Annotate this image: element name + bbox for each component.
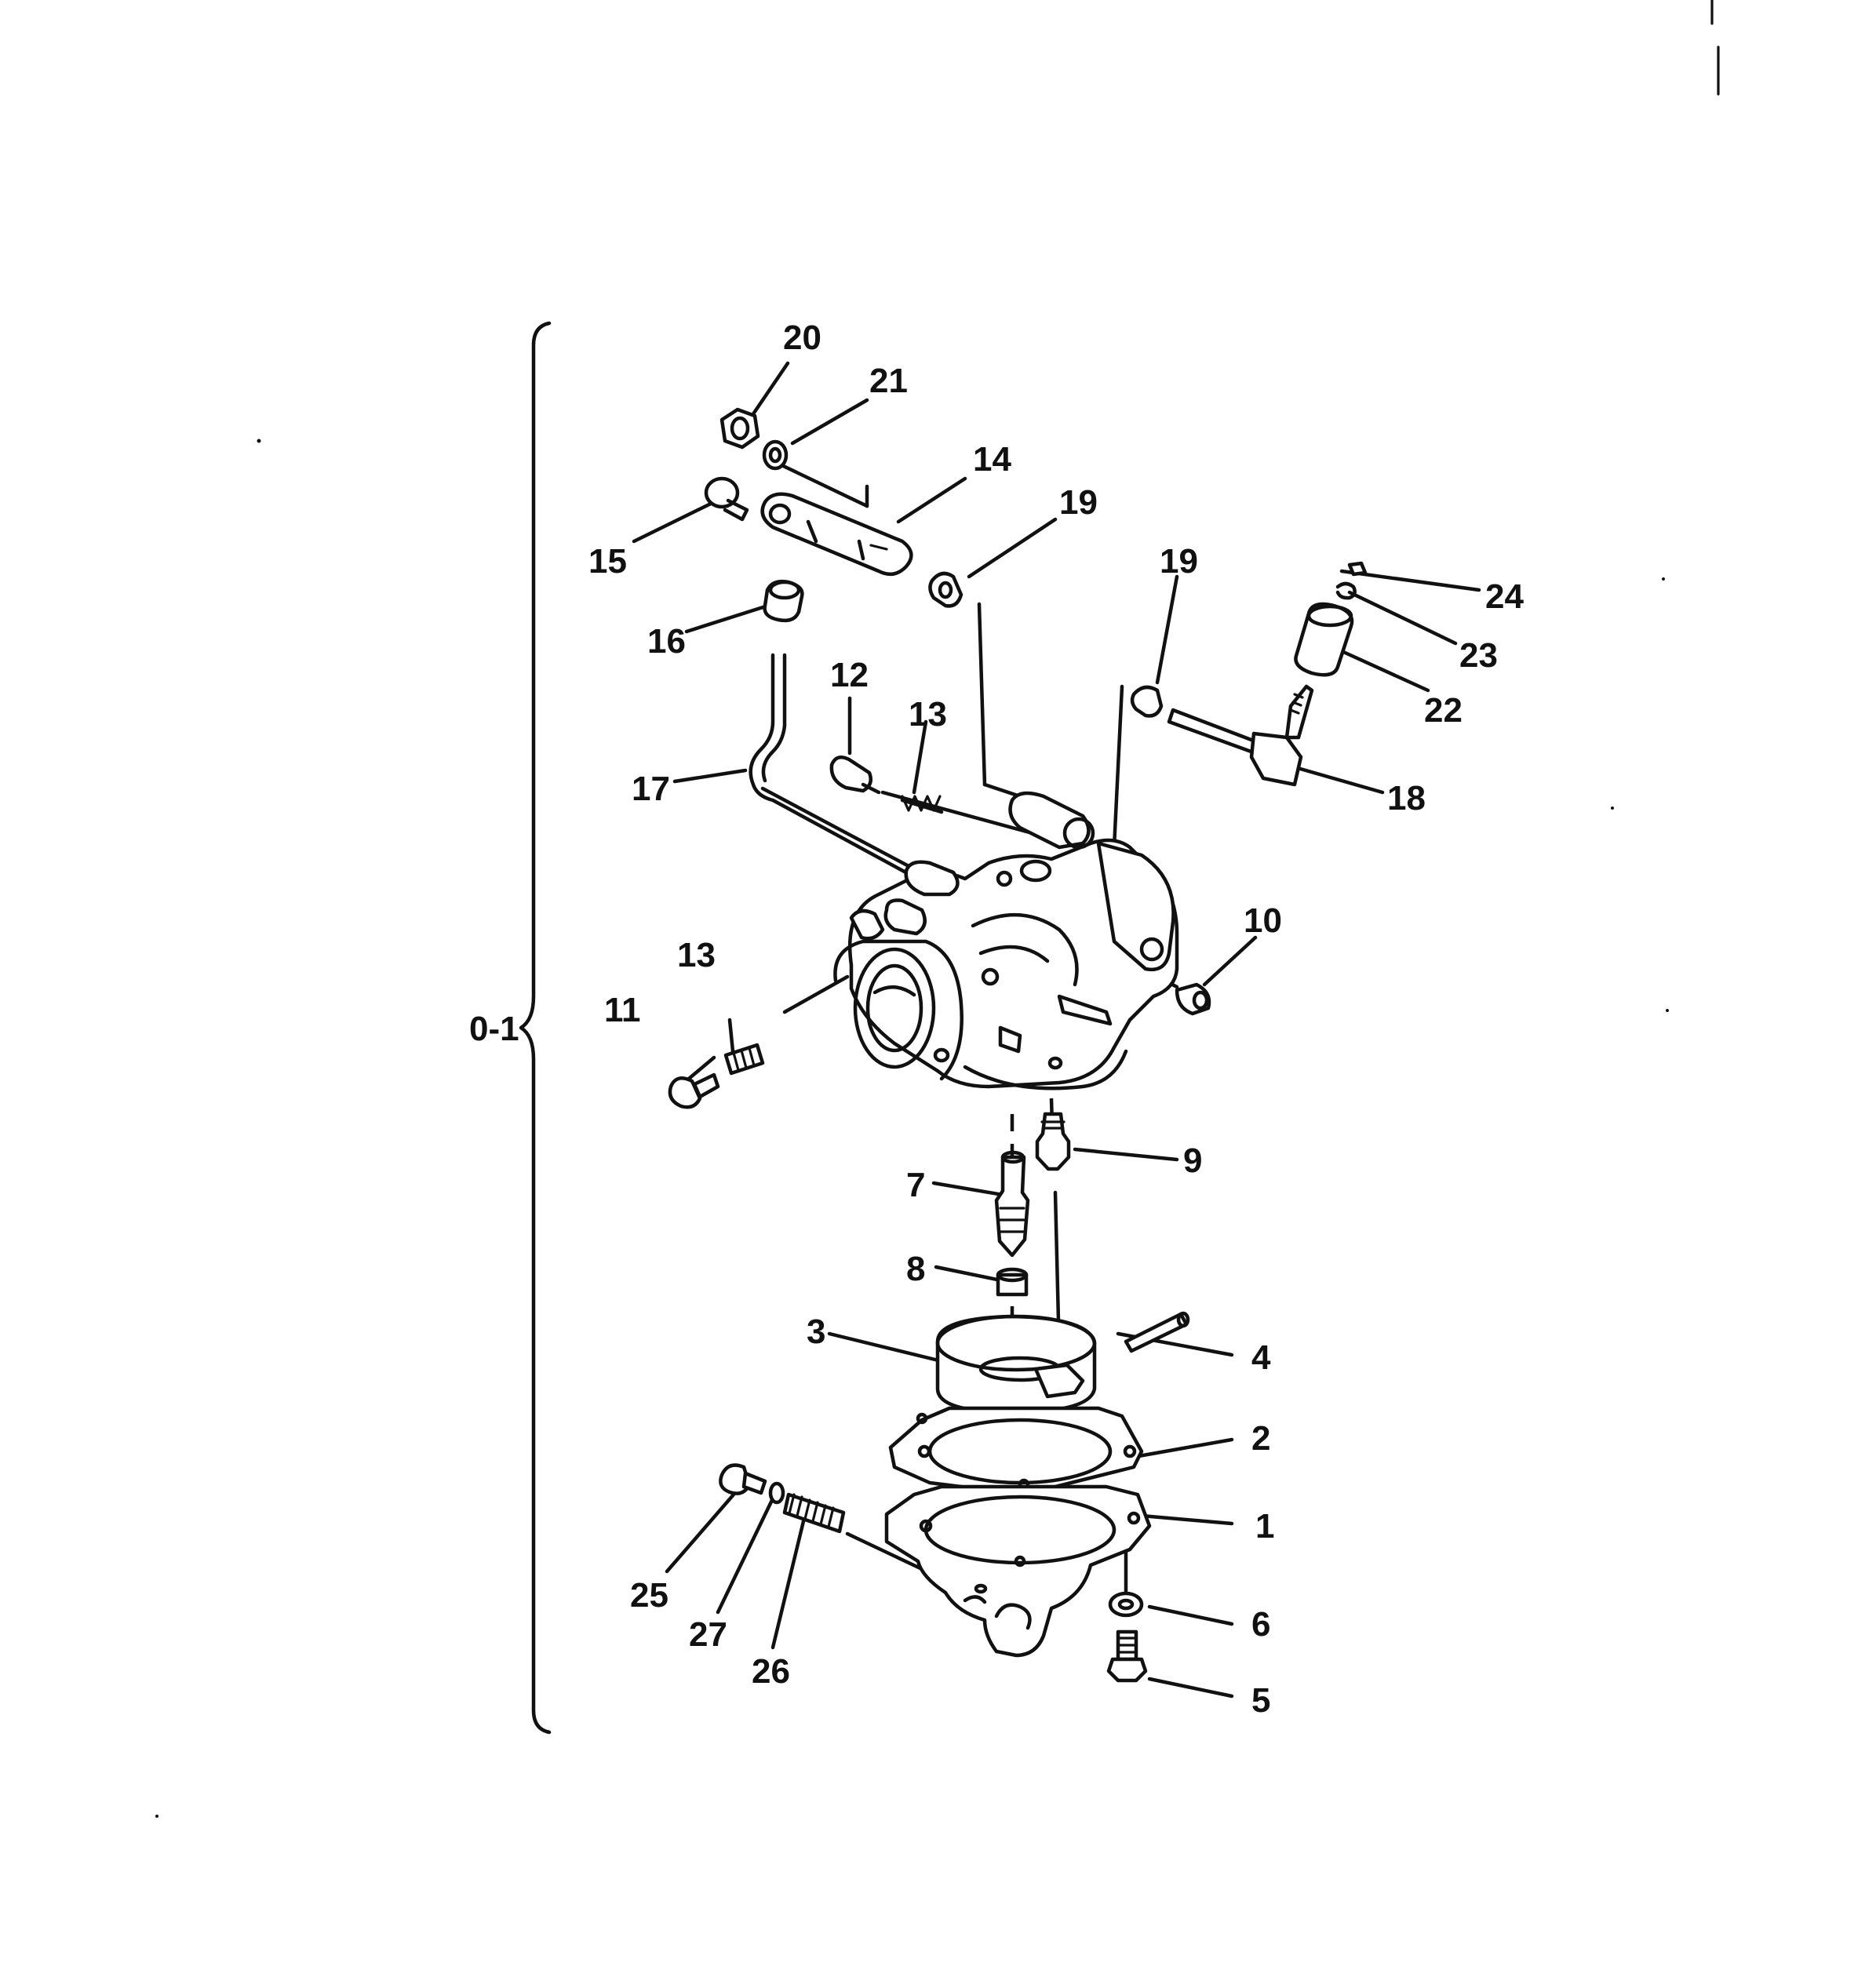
- ring-23: [1335, 581, 1357, 600]
- screw-15: [704, 476, 749, 522]
- float-bowl-1: [884, 1484, 1152, 1658]
- spring-13b: [723, 1043, 765, 1076]
- nut-20: [719, 407, 760, 450]
- washer-21: [762, 439, 789, 471]
- carburetor-body: [833, 791, 1179, 1090]
- screw-25: [719, 1463, 767, 1495]
- callout-20: 20: [783, 319, 821, 357]
- clip-19b: [1130, 685, 1164, 718]
- callout-19b: 19: [1160, 542, 1198, 581]
- callout-4: 4: [1251, 1338, 1271, 1377]
- callout-23: 23: [1459, 636, 1498, 675]
- callout-8: 8: [906, 1250, 925, 1288]
- callout-1: 1: [1255, 1507, 1274, 1546]
- callout-18: 18: [1387, 779, 1426, 817]
- callout-24: 24: [1485, 577, 1524, 616]
- washer-6: [1108, 1591, 1144, 1618]
- pin-4: [1124, 1311, 1190, 1353]
- callout-5: 5: [1251, 1681, 1270, 1720]
- callout-11: 11: [604, 991, 641, 1029]
- callout-13a: 13: [909, 695, 947, 734]
- jet-8: [996, 1267, 1029, 1297]
- float-3: [935, 1314, 1097, 1415]
- callout-9: 9: [1183, 1141, 1202, 1180]
- assembly-label: 0-1: [469, 1010, 519, 1048]
- callout-3: 3: [807, 1313, 825, 1351]
- callout-27: 27: [689, 1615, 727, 1654]
- spring-13a: [900, 795, 944, 814]
- gasket-2: [888, 1406, 1144, 1497]
- callout-17: 17: [632, 770, 670, 808]
- spring-26: [782, 1492, 846, 1534]
- screw-11: [668, 1072, 720, 1109]
- assembly-bracket: [519, 321, 552, 1735]
- callout-25: 25: [630, 1576, 668, 1615]
- leader-lines: [632, 361, 1481, 1699]
- callout-13b: 13: [677, 936, 716, 974]
- needle-valve-9: [1035, 1112, 1071, 1171]
- callout-26: 26: [752, 1652, 790, 1691]
- cylinder-22: [1294, 602, 1354, 677]
- callout-2: 2: [1251, 1419, 1270, 1458]
- scan-specks: [155, 0, 1720, 1818]
- washer-27: [768, 1481, 785, 1505]
- screw-10: [1175, 982, 1211, 1016]
- callout-7: 7: [906, 1166, 925, 1204]
- callout-16: 16: [647, 622, 686, 661]
- callout-numbers: 1 2 3 4 5 6 7 8 9 10 11 12 13 13 14 15 1…: [588, 319, 1524, 1720]
- callout-22: 22: [1424, 691, 1463, 730]
- jet-7: [994, 1150, 1030, 1258]
- callout-19a: 19: [1059, 483, 1098, 522]
- callout-10: 10: [1244, 901, 1282, 940]
- callout-12: 12: [830, 656, 869, 694]
- plate-14: [760, 492, 913, 577]
- callout-14: 14: [973, 440, 1011, 479]
- screw-12: [829, 755, 881, 795]
- shaft-18: [1167, 684, 1314, 787]
- pin-24: [1347, 561, 1368, 577]
- bolt-5: [1106, 1629, 1148, 1683]
- rod-17: [749, 653, 913, 877]
- callout-6: 6: [1251, 1605, 1270, 1644]
- callout-15: 15: [588, 542, 627, 581]
- bushing-16: [763, 579, 804, 623]
- callout-21: 21: [869, 362, 908, 400]
- clip-19a: [928, 571, 963, 608]
